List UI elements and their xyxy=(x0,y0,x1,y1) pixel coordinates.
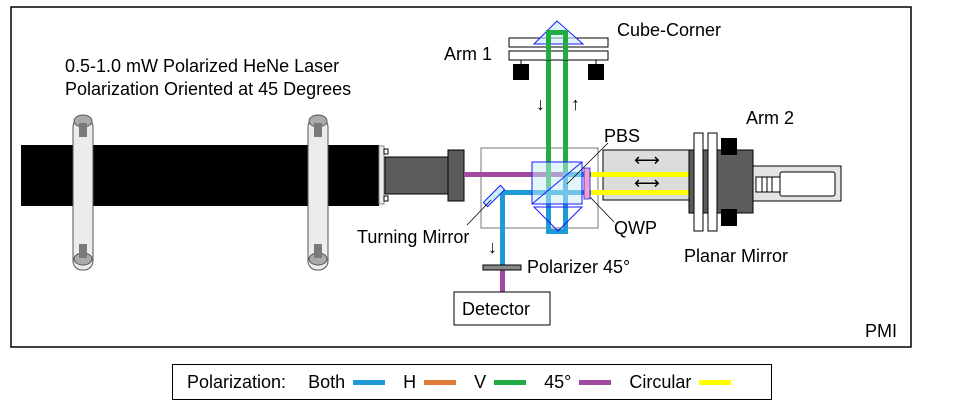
beam-v-arm1-down xyxy=(546,32,551,187)
beam-45deg-detector xyxy=(500,268,505,292)
arm2-label: Arm 2 xyxy=(746,108,794,128)
legend-label-circular: Circular xyxy=(629,371,692,392)
pbs-leader xyxy=(566,142,609,185)
legend-title: Polarization: xyxy=(187,371,287,392)
arrow-up-arm1: ↑ xyxy=(571,94,580,114)
laser-label-line1: 0.5-1.0 mW Polarized HeNe Laser xyxy=(65,56,339,76)
legend-swatch-v xyxy=(494,379,527,385)
legend-label-45deg: 45° xyxy=(544,371,572,392)
laser-output-housing xyxy=(384,156,450,195)
lower-prism xyxy=(532,206,584,232)
legend-swatch-circular xyxy=(699,379,732,385)
pbs-label: PBS xyxy=(604,126,640,146)
legend-item-circular: Circular xyxy=(629,372,741,393)
turning-mirror-label: Turning Mirror xyxy=(357,227,469,247)
qwp-plate xyxy=(583,167,591,200)
laser-end-cap xyxy=(378,145,385,205)
legend-label-both: Both xyxy=(308,371,346,392)
legend-swatch-h xyxy=(424,379,457,385)
pmi-label: PMI xyxy=(865,321,897,341)
arrow-down-detector: ↓ xyxy=(488,237,497,257)
detector-label: Detector xyxy=(462,299,530,319)
detector-box xyxy=(453,291,551,326)
planar-mirror-label: Planar Mirror xyxy=(684,246,788,266)
cube-corner-label: Cube-Corner xyxy=(617,20,721,40)
laser-mount-left xyxy=(72,114,94,271)
beam-45deg-input xyxy=(464,172,576,177)
legend-item-h: H xyxy=(403,372,466,393)
legend-label-v: V xyxy=(474,371,487,392)
arrow-bidirectional-top: ⟷ xyxy=(634,150,660,170)
qwp-label: QWP xyxy=(614,218,657,238)
legend-item-45deg: 45° xyxy=(544,372,621,393)
arm2-planar-mirror-assembly xyxy=(688,132,842,232)
arm1-cube-corner-assembly xyxy=(508,20,609,80)
legend-swatch-45deg xyxy=(579,379,612,385)
turning-mirror-leader xyxy=(466,199,492,226)
legend-item-v: V xyxy=(474,372,536,393)
polarizer xyxy=(482,264,522,271)
laser-label-line2: Polarization Oriented at 45 Degrees xyxy=(65,79,351,99)
laser-aperture xyxy=(447,149,465,202)
arrow-down-arm1: ↓ xyxy=(536,94,545,114)
polarizer-label: Polarizer 45° xyxy=(527,257,630,277)
legend-item-both: Both xyxy=(308,372,395,393)
turning-mirror xyxy=(482,184,506,208)
beam-v-arm1-up xyxy=(563,32,568,177)
polarization-legend: Polarization: Both H V 45° Circular xyxy=(172,364,772,400)
arrow-bidirectional-mid: ⟷ xyxy=(634,173,660,193)
laser-mount-right xyxy=(307,114,329,271)
beam-circular-bottom xyxy=(591,190,691,195)
qwp-leader xyxy=(589,196,615,223)
beam-both-to-detector xyxy=(500,190,505,265)
arm1-label: Arm 1 xyxy=(444,44,492,64)
pbs-cube xyxy=(531,161,584,232)
legend-swatch-both xyxy=(353,379,386,385)
beam-circular-top xyxy=(591,172,691,177)
interferometer-housing xyxy=(480,147,599,229)
legend-label-h: H xyxy=(403,371,417,392)
